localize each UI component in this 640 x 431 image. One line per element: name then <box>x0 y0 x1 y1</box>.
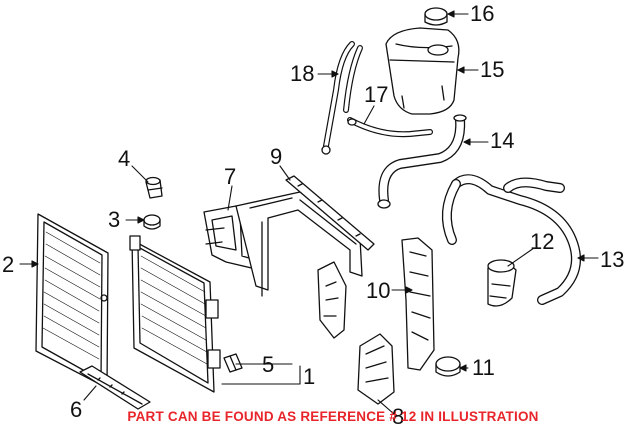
callout-13: 13 <box>600 247 625 272</box>
coolant-hose-14-part <box>377 114 467 209</box>
expansion-tank-part <box>385 27 460 115</box>
cap-11-part <box>435 356 461 377</box>
fitting-3-part <box>143 214 161 230</box>
callout-1: 1 <box>303 364 316 389</box>
coolant-hose-13-part <box>441 174 581 305</box>
callout-9: 9 <box>270 144 283 169</box>
callout-4: 4 <box>118 146 131 171</box>
clip-5-part <box>223 353 243 373</box>
tank-cap-part <box>424 7 448 26</box>
reference-notice: PART CAN BE FOUND AS REFERENCE # 12 IN I… <box>127 409 539 424</box>
callout-10: 10 <box>366 278 391 303</box>
callout-7: 7 <box>224 164 237 189</box>
leader-lines <box>19 10 599 415</box>
lower-bracket-part <box>79 365 151 410</box>
support-frame-part <box>235 191 363 339</box>
callout-12: 12 <box>530 229 555 254</box>
callout-2: 2 <box>2 252 15 277</box>
small-hose-17-part <box>347 117 433 138</box>
fitting-4-part <box>145 176 163 199</box>
callout-18: 18 <box>290 61 315 86</box>
deflector-part <box>357 333 395 405</box>
side-guide-part <box>401 237 435 371</box>
callout-17: 17 <box>364 82 389 107</box>
seal-strip-part <box>285 175 375 251</box>
callout-5: 5 <box>262 352 275 377</box>
condenser-part <box>35 213 109 389</box>
callout-8: 8 <box>392 404 405 429</box>
callout-3: 3 <box>108 207 121 232</box>
vent-hose-18-part <box>321 41 363 155</box>
callout-15: 15 <box>480 57 505 82</box>
radiator-part <box>129 235 221 393</box>
callout-14: 14 <box>490 128 515 153</box>
callout-6: 6 <box>70 397 83 422</box>
callout-16: 16 <box>470 1 495 26</box>
elbow-hose-part <box>487 259 517 307</box>
callout-11: 11 <box>472 355 495 380</box>
